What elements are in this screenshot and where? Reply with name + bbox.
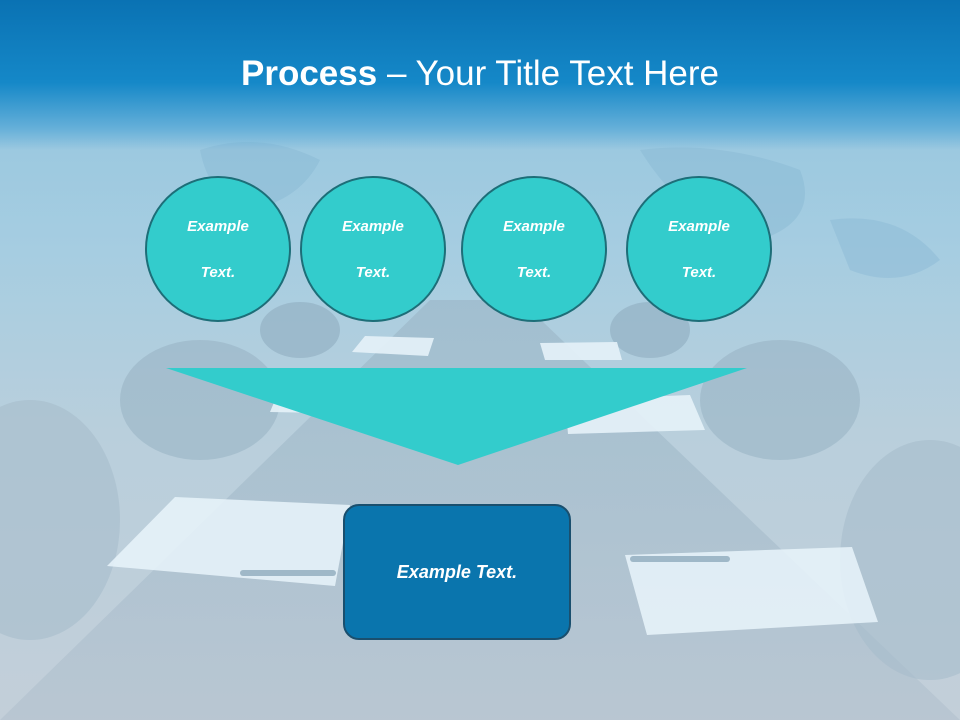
step-text-line2: Text.	[200, 263, 236, 281]
title-regular: – Your Title Text Here	[377, 54, 719, 93]
slide-title: Process – Your Title Text Here	[0, 52, 960, 96]
title-bold: Process	[241, 54, 378, 93]
title-bar	[0, 0, 960, 150]
arrow-shape	[166, 368, 747, 465]
step-text-line1: Example	[668, 217, 730, 235]
step-text-line1: Example	[342, 217, 404, 235]
step-text-line2: Text.	[355, 263, 391, 281]
result-box: Example Text.	[343, 504, 571, 640]
step-text-line2: Text.	[681, 263, 717, 281]
result-text: Example Text.	[396, 561, 518, 582]
step-text-line2: Text.	[516, 263, 552, 281]
step-text-line1: Example	[187, 217, 249, 235]
step-text-line1: Example	[503, 217, 565, 235]
